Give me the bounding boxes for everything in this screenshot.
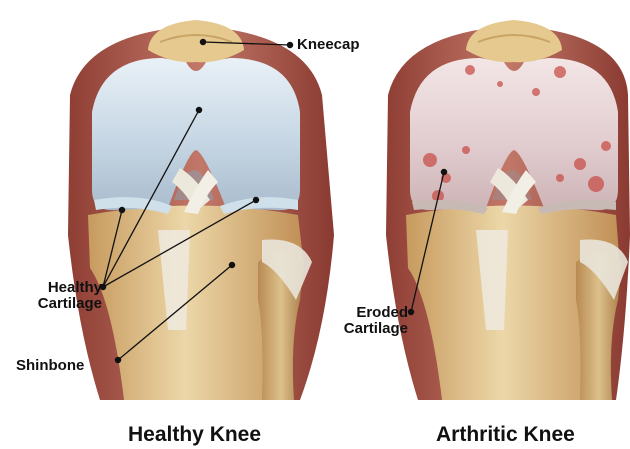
healthy-cartilage-label-line-1: Healthy (14, 280, 102, 296)
eroded-cartilage-label: Eroded Cartilage (326, 305, 408, 337)
healthy-cartilage-label-line-2: Cartilage (14, 296, 102, 312)
shinbone-label: Shinbone (16, 358, 84, 374)
eroded-cartilage-label-line-1: Eroded (326, 305, 408, 321)
healthy-knee-illustration (68, 20, 334, 400)
healthy-cartilage-label: Healthy Cartilage (14, 280, 102, 312)
eroded-cartilage-label-line-2: Cartilage (326, 321, 408, 337)
arthritic-knee-illustration (386, 20, 630, 400)
kneecap-label: Kneecap (297, 37, 360, 53)
healthy-knee-caption: Healthy Knee (128, 423, 261, 447)
arthritic-knee-caption: Arthritic Knee (436, 423, 575, 447)
